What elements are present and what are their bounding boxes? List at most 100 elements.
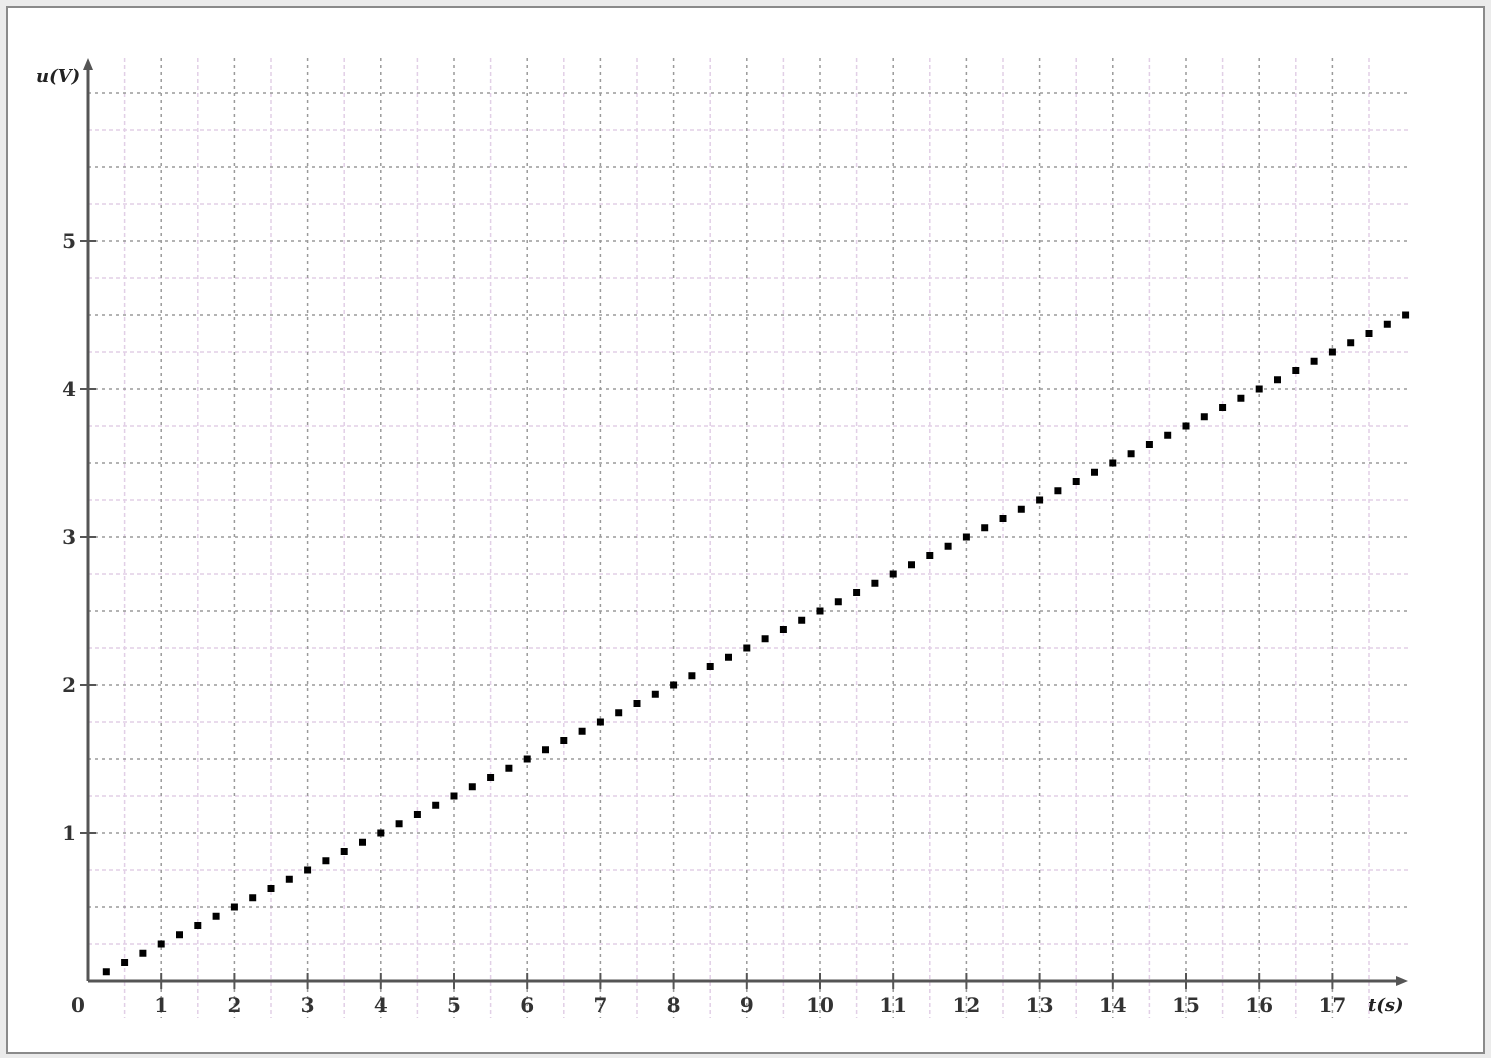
- major-grid: [88, 58, 1408, 1018]
- data-point: [670, 681, 678, 689]
- data-point: [816, 607, 824, 615]
- data-point: [944, 542, 952, 550]
- data-point: [359, 838, 366, 846]
- x-tick-label: 8: [667, 993, 681, 1017]
- data-point: [1310, 357, 1318, 365]
- x-tick-label: 2: [227, 993, 241, 1017]
- data-point: [596, 718, 604, 726]
- x-tick-label: 6: [520, 993, 534, 1017]
- x-tick-label: 7: [593, 993, 607, 1017]
- data-point: [432, 801, 440, 809]
- axes: [83, 58, 1408, 986]
- data-point: [962, 533, 970, 541]
- data-point: [981, 524, 989, 532]
- data-point: [871, 579, 879, 587]
- data-point: [230, 903, 238, 911]
- data-point: [395, 820, 403, 828]
- data-point: [761, 635, 769, 643]
- data-point: [340, 848, 348, 855]
- data-point: [1219, 404, 1227, 411]
- data-point: [1017, 505, 1025, 513]
- data-point: [1054, 487, 1062, 495]
- data-point: [413, 811, 421, 818]
- data-point: [523, 755, 531, 763]
- data-point: [285, 875, 293, 883]
- data-point: [651, 690, 659, 698]
- data-points: [102, 311, 1410, 976]
- x-tick-label: 14: [1099, 993, 1127, 1017]
- x-tick-label: 16: [1245, 993, 1273, 1017]
- data-point: [249, 894, 257, 902]
- x-tick-label: 13: [1026, 993, 1054, 1017]
- data-point: [1365, 330, 1373, 337]
- data-point: [102, 968, 110, 976]
- x-tick-label: 3: [301, 993, 315, 1017]
- data-point: [889, 570, 897, 578]
- y-tick-label: 4: [62, 377, 76, 401]
- data-point: [853, 589, 861, 596]
- data-point: [1036, 496, 1044, 504]
- x-tick-label: 4: [374, 993, 388, 1017]
- y-axis-arrow: [83, 58, 93, 70]
- y-axis-title: u(V): [36, 66, 80, 87]
- data-point: [798, 616, 806, 624]
- data-point: [304, 866, 312, 874]
- data-point: [157, 940, 165, 948]
- data-point: [578, 727, 586, 735]
- x-tick-label: 9: [740, 993, 754, 1017]
- data-point: [1127, 450, 1135, 458]
- data-point: [743, 644, 751, 652]
- data-point: [633, 700, 641, 707]
- data-point: [779, 626, 787, 633]
- data-point: [706, 663, 714, 670]
- data-point: [926, 552, 934, 559]
- data-point: [1347, 339, 1355, 347]
- data-point: [1237, 394, 1245, 402]
- data-point: [725, 653, 732, 661]
- data-point: [377, 829, 385, 837]
- data-point: [176, 931, 183, 939]
- x-tick-label: 17: [1318, 993, 1346, 1017]
- y-tick-label: 2: [62, 673, 76, 697]
- data-point: [1145, 441, 1153, 448]
- data-point: [487, 774, 495, 781]
- x-tick-label: 15: [1172, 993, 1200, 1017]
- data-point: [322, 857, 330, 865]
- data-point: [542, 746, 549, 754]
- y-tick-label: 3: [62, 525, 76, 549]
- data-point: [1072, 478, 1080, 485]
- data-point: [267, 885, 275, 892]
- data-point: [834, 598, 842, 606]
- x-tick-label: 5: [447, 993, 461, 1017]
- data-point: [908, 561, 915, 569]
- data-point: [121, 959, 129, 966]
- x-axis-arrow: [1396, 976, 1408, 986]
- data-point: [505, 764, 513, 772]
- data-point: [1383, 320, 1391, 328]
- data-point: [1274, 376, 1281, 384]
- y-tick-label: 5: [62, 229, 76, 253]
- data-point: [468, 783, 476, 791]
- data-point: [688, 672, 696, 680]
- data-point: [212, 912, 220, 920]
- data-point: [1091, 468, 1098, 476]
- data-point: [1255, 385, 1263, 393]
- data-point: [139, 949, 147, 957]
- data-point: [1182, 422, 1190, 430]
- data-point: [1164, 431, 1172, 439]
- data-point: [1200, 413, 1208, 421]
- data-point: [1402, 311, 1410, 319]
- y-tick-label: 1: [62, 821, 76, 845]
- x-tick-label: 12: [952, 993, 980, 1017]
- y-ticks: 1 2 3 4 5: [62, 229, 96, 845]
- data-point: [999, 515, 1007, 522]
- data-point: [1292, 367, 1300, 374]
- data-point: [1328, 348, 1336, 356]
- data-point: [450, 792, 458, 800]
- x-tick-label: 0: [71, 993, 85, 1017]
- minor-grid: [88, 58, 1408, 1018]
- x-tick-label: 1: [154, 993, 168, 1017]
- data-point: [194, 922, 202, 929]
- chart-frame: [6, 6, 1485, 1054]
